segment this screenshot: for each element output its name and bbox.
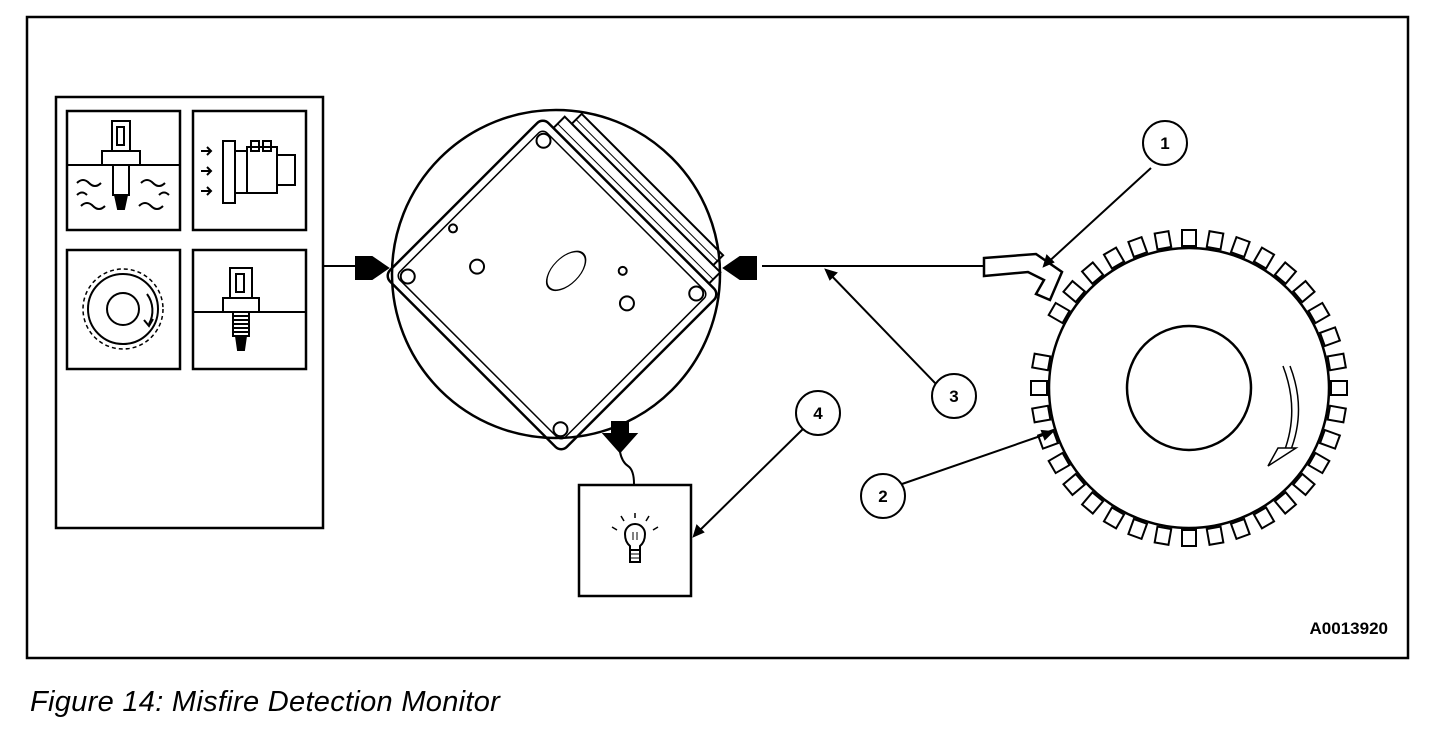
wheel-tooth bbox=[1252, 246, 1276, 270]
wheel-tooth bbox=[1080, 490, 1105, 515]
wheel-tooth bbox=[1127, 235, 1149, 259]
wheel-tooth bbox=[1181, 529, 1197, 547]
lamp-bulb-icon bbox=[611, 513, 659, 563]
wheel-tooth bbox=[1229, 517, 1251, 541]
wheel-tooth bbox=[1031, 404, 1052, 424]
wheel-tooth bbox=[1252, 506, 1276, 530]
output-signal-arrow bbox=[601, 421, 639, 485]
wheel-tooth bbox=[1273, 490, 1298, 515]
pcm-module bbox=[386, 108, 725, 451]
callout-leaders bbox=[692, 167, 1152, 538]
wheel-tooth bbox=[1205, 230, 1225, 251]
wheel-tooth bbox=[1229, 235, 1251, 259]
pulse-wheel bbox=[1030, 229, 1348, 547]
crank-position-sensor bbox=[982, 252, 1064, 302]
wheel-tooth bbox=[1030, 380, 1048, 396]
crankshaft-wheel-icon bbox=[65, 248, 182, 371]
input-sensors-panel bbox=[54, 95, 325, 530]
pulse-wheel-teeth bbox=[1030, 229, 1348, 547]
figure-reference-code: A0013920 bbox=[1310, 619, 1388, 638]
malfunction-indicator-lamp bbox=[577, 483, 693, 598]
callout-3: 3 bbox=[931, 373, 977, 419]
figure-caption: Figure 14: Misfire Detection Monitor bbox=[30, 686, 501, 718]
wheel-tooth bbox=[1326, 404, 1347, 424]
wheel-tooth bbox=[1031, 352, 1052, 372]
svg-text:1: 1 bbox=[1160, 134, 1169, 153]
wheel-tooth bbox=[1047, 451, 1071, 475]
figure-frame bbox=[25, 15, 1410, 660]
camshaft-sensor-icon bbox=[191, 248, 308, 371]
wheel-tooth bbox=[1102, 246, 1126, 270]
wheel-tooth bbox=[1330, 380, 1348, 396]
wheel-tooth bbox=[1153, 525, 1173, 546]
input-signal-arrow bbox=[323, 256, 390, 280]
wheel-tooth bbox=[1307, 301, 1331, 325]
wheel-tooth bbox=[1127, 517, 1149, 541]
sensor-signal-wire bbox=[722, 256, 984, 280]
wheel-tooth bbox=[1047, 301, 1071, 325]
mass-airflow-sensor-icon bbox=[191, 109, 308, 232]
misfire-detection-diagram: 1 2 3 4 A0013920 bbox=[25, 15, 1410, 660]
callout-4: 4 bbox=[795, 390, 841, 436]
svg-text:4: 4 bbox=[813, 404, 823, 423]
rotation-arrow-icon bbox=[1267, 365, 1300, 467]
wheel-tooth bbox=[1102, 506, 1126, 530]
wheel-tooth bbox=[1205, 525, 1225, 546]
svg-text:2: 2 bbox=[878, 487, 887, 506]
wheel-tooth bbox=[1181, 229, 1197, 247]
wheel-tooth bbox=[1326, 352, 1347, 372]
svg-text:3: 3 bbox=[949, 387, 958, 406]
wheel-tooth bbox=[1062, 472, 1087, 497]
wheel-tooth bbox=[1080, 261, 1105, 286]
wheel-tooth bbox=[1153, 230, 1173, 251]
coolant-temp-sensor-icon bbox=[65, 109, 182, 232]
wheel-tooth bbox=[1273, 261, 1298, 286]
pcm-housing bbox=[386, 112, 725, 451]
wheel-tooth bbox=[1291, 279, 1316, 304]
wheel-tooth bbox=[1318, 326, 1342, 348]
callout-1: 1 bbox=[1142, 120, 1188, 166]
wheel-tooth bbox=[1318, 428, 1342, 450]
callout-2: 2 bbox=[860, 473, 906, 519]
wheel-tooth bbox=[1307, 451, 1331, 475]
wheel-tooth bbox=[1291, 472, 1316, 497]
wheel-tooth bbox=[1062, 279, 1087, 304]
